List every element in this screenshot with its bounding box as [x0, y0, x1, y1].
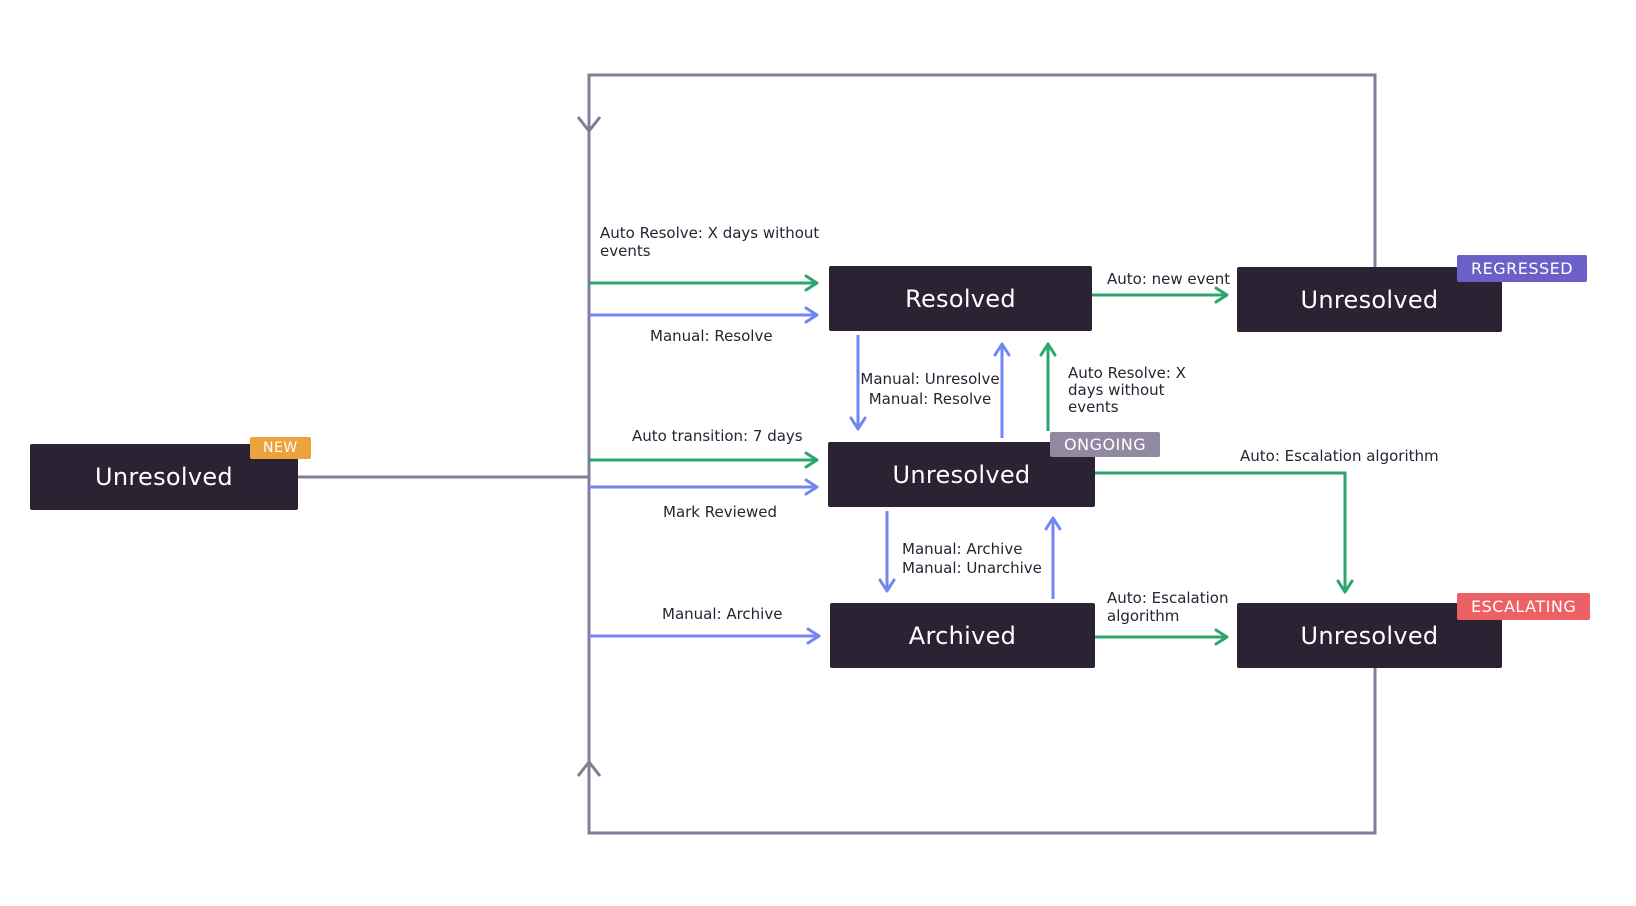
edge-label-line: events	[1068, 398, 1119, 416]
edge-label-archive-unarchive: Manual: Archive Manual: Unarchive	[902, 540, 1042, 578]
edge-label-line: Manual: Resolve	[868, 390, 992, 408]
edge-label-auto-transition: Auto transition: 7 days	[632, 427, 803, 445]
edge-label-line: Mark Reviewed	[663, 503, 778, 521]
status-badge-new: NEW	[250, 437, 311, 459]
node-resolved: Resolved	[829, 266, 1092, 331]
edge-label-line: Auto Resolve: X	[1068, 364, 1186, 382]
edge-label-auto-new-event: Auto: new event	[1107, 270, 1230, 288]
edge-label-line: Auto transition: 7 days	[632, 427, 803, 445]
status-badge-regressed: REGRESSED	[1457, 255, 1588, 282]
edge-label-auto-resolve-top: Auto Resolve: X days without events	[600, 224, 819, 260]
status-badge-escalating: ESCALATING	[1457, 593, 1591, 620]
edge-label-auto-escalation-top: Auto: Escalation algorithm	[1240, 447, 1439, 465]
edge-label-mark-reviewed: Mark Reviewed	[663, 503, 777, 521]
edge-label-auto-resolve-side: Auto Resolve: X days without events	[1068, 365, 1186, 416]
edge-label-line: Auto Resolve: X days without	[600, 224, 820, 242]
edge-label-line: Auto: new event	[1107, 270, 1231, 288]
edge-ongoing-to-escalating	[1095, 471, 1354, 594]
edge-label-manual-archive: Manual: Archive	[662, 605, 782, 623]
node-archived: Archived	[830, 603, 1095, 668]
edge-label-line: days without	[1068, 381, 1165, 399]
edge-label-line: events	[600, 242, 651, 260]
auto-edge-group	[589, 274, 1354, 646]
loop-edge-group	[298, 73, 1377, 835]
edge-label-line: Auto: Escalation algorithm	[1240, 447, 1439, 465]
loop-arrow-down-icon	[576, 116, 602, 134]
status-badge-ongoing: ONGOING	[1050, 432, 1161, 457]
edge-label-manual-resolve-top: Manual: Resolve	[650, 327, 773, 345]
manual-edge-group	[589, 306, 1062, 645]
edge-label-line: Manual: Resolve	[650, 327, 773, 345]
edge-loop-outline	[587, 73, 1377, 835]
edge-label-unresolve-resolve: Manual: Unresolve Manual: Resolve	[855, 369, 1005, 409]
loop-arrow-up-icon	[576, 759, 602, 777]
edge-label-line: Manual: Archive	[662, 605, 783, 623]
edge-label-line: Manual: Unarchive	[902, 559, 1042, 577]
node-unresolved-new: Unresolved	[30, 444, 298, 510]
edge-label-auto-escalation-bottom: Auto: Escalation algorithm	[1107, 589, 1228, 625]
edge-label-line: Auto: Escalation	[1107, 589, 1229, 607]
edge-label-line: algorithm	[1107, 607, 1180, 625]
edge-label-line: Manual: Unresolve	[860, 370, 1000, 388]
edge-label-line: Manual: Archive	[902, 540, 1023, 558]
